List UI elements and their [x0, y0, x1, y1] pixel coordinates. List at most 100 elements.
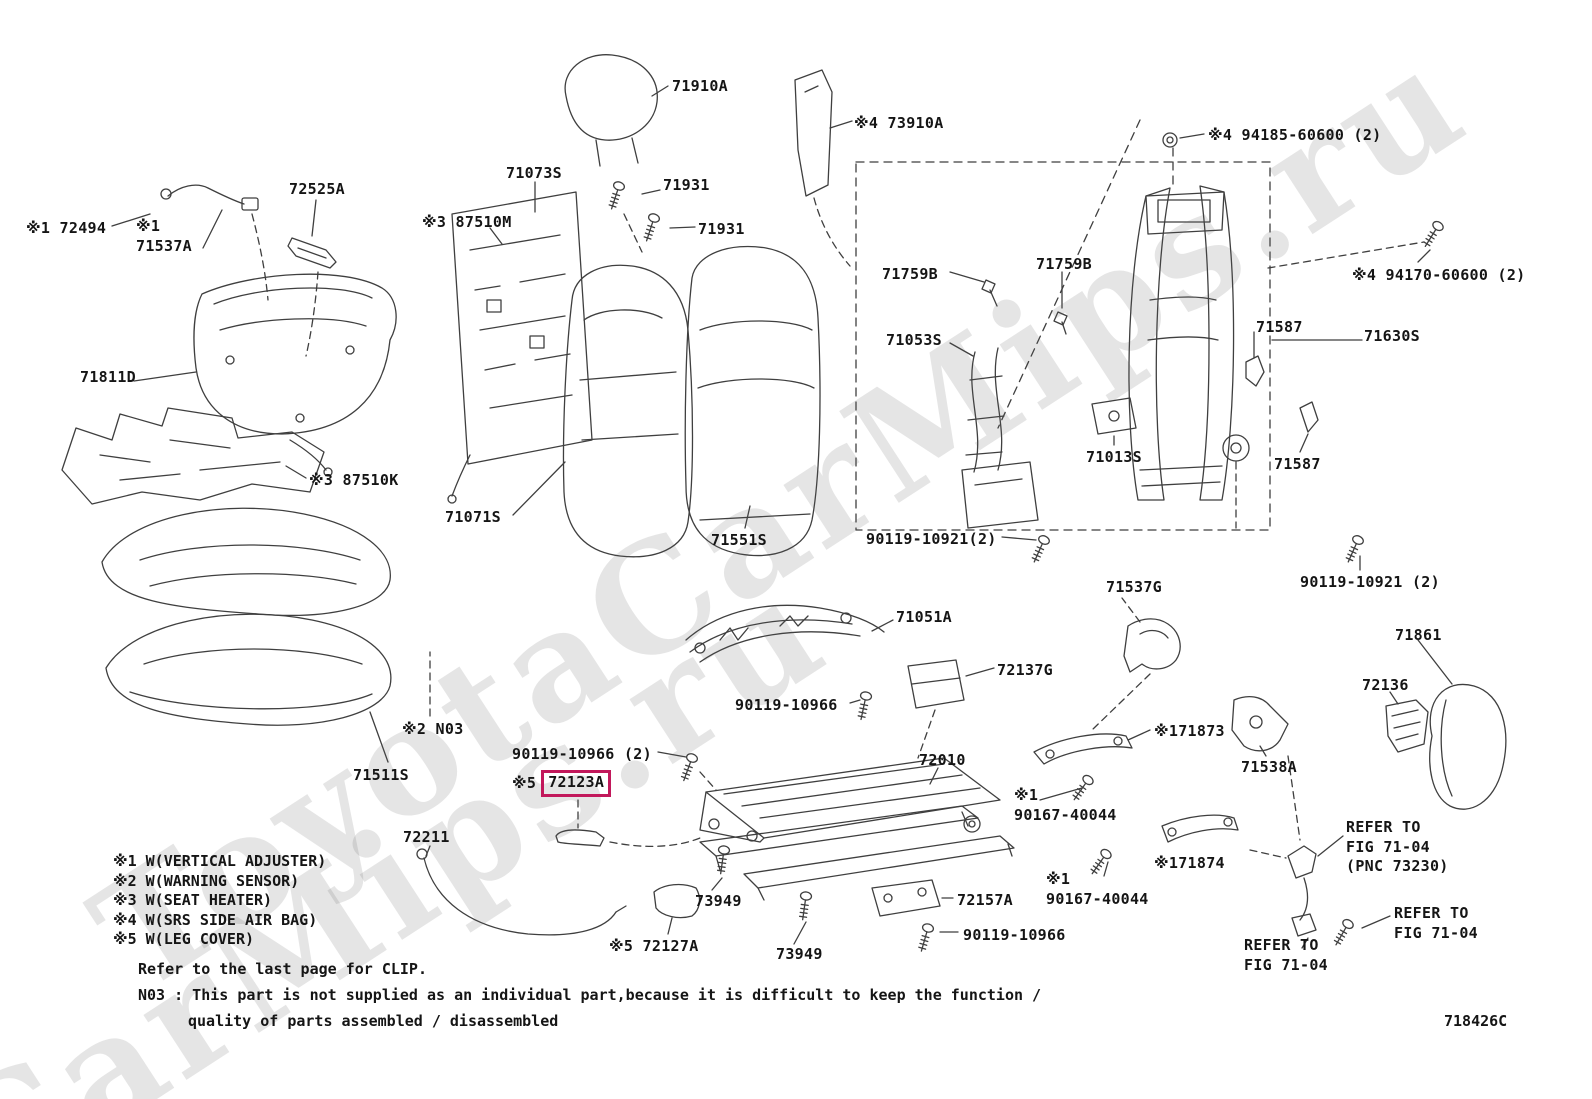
bracket-71013-drawing [1092, 398, 1136, 445]
shield-71861-drawing [1418, 640, 1506, 809]
clip-note: Refer to the last page for CLIP. [138, 960, 427, 978]
clip-72525-drawing [288, 200, 336, 356]
part-label-72157A[interactable]: 72157A [957, 891, 1013, 909]
part-label-90119-10966-b[interactable]: 90119-10966 [963, 926, 1066, 944]
screws-90119-10966-drawing [658, 690, 958, 954]
part-label-71587-b[interactable]: 71587 [1274, 455, 1321, 473]
legend: ※1 W(VERTICAL ADJUSTER) ※2 W(WARNING SEN… [113, 852, 326, 950]
part-label-71053S[interactable]: 71053S [886, 331, 942, 349]
part-label-72010[interactable]: 72010 [919, 751, 966, 769]
clip-71759-drawing [950, 272, 1067, 334]
part-label-71511S[interactable]: 71511S [353, 766, 409, 784]
diagram-code: 718426C [1444, 1012, 1508, 1030]
part-label-90167-40044-b[interactable]: ※1 90167-40044 [1046, 870, 1149, 908]
part-label-71910A[interactable]: 71910A [672, 77, 728, 95]
part-label-71537G[interactable]: 71537G [1106, 578, 1162, 596]
legend-item-3: ※3 W(SEAT HEATER) [113, 891, 273, 910]
part-label-94185-60600[interactable]: ※4 94185-60600 (2) [1208, 126, 1382, 144]
harness-72494-drawing [112, 185, 268, 300]
bracket-71538-drawing [1232, 697, 1300, 840]
frame-dashed-box [856, 120, 1270, 530]
part-label-72211[interactable]: 72211 [403, 828, 450, 846]
screw-94170-drawing [1268, 219, 1446, 268]
screws-73949-drawing [712, 844, 813, 944]
cable-72211-drawing [417, 846, 626, 935]
n03-note-line2: quality of parts assembled / disassemble… [188, 1012, 559, 1030]
grommet-94185-drawing [1163, 133, 1204, 147]
part-label-73949-a[interactable]: 73949 [695, 892, 742, 910]
seatback-cover-drawing [685, 246, 820, 555]
part-label-72123A-prefix: ※5 [512, 773, 537, 792]
part-label-72123A-highlighted[interactable]: 72123A [541, 770, 612, 797]
part-label-71931-a[interactable]: 71931 [663, 176, 710, 194]
part-label-71587-a[interactable]: 71587 [1256, 318, 1303, 336]
seat-wire-71051-drawing [686, 605, 893, 662]
n03-note-line1: N03 : This part is not supplied as an in… [138, 986, 1042, 1004]
part-label-90119-10921-b[interactable]: 90119-10921 (2) [1300, 573, 1440, 591]
part-label-71630S[interactable]: 71630S [1364, 327, 1420, 345]
arm-71873-drawing [1034, 730, 1150, 764]
part-label-71811D[interactable]: 71811D [80, 368, 136, 386]
cushion-cover-drawing [106, 614, 430, 762]
part-label-87510K[interactable]: ※3 87510K [309, 471, 399, 489]
part-label-71874[interactable]: ※171874 [1154, 854, 1225, 872]
cushion-pad-drawing [102, 508, 390, 615]
part-label-73910A[interactable]: ※4 73910A [854, 114, 944, 132]
legend-item-4: ※4 W(SRS SIDE AIR BAG) [113, 910, 318, 929]
part-label-71861[interactable]: 71861 [1395, 626, 1442, 644]
side-airbag-trim-drawing [795, 70, 852, 266]
part-label-90119-10921-a[interactable]: 90119-10921(2) [866, 530, 997, 548]
part-label-71538A[interactable]: 71538A [1241, 758, 1297, 776]
part-label-71931-b[interactable]: 71931 [698, 220, 745, 238]
bracket-72137-drawing [908, 660, 994, 758]
part-label-71013S[interactable]: 71013S [1086, 448, 1142, 466]
bracket-72157-drawing [872, 880, 953, 916]
seatback-frame-drawing [1129, 186, 1249, 528]
part-label-72136[interactable]: 72136 [1362, 676, 1409, 694]
seat-rail-72010-drawing [700, 758, 1014, 900]
part-72136-drawing [1386, 692, 1428, 752]
part-label-87510M[interactable]: ※3 87510M [422, 213, 512, 231]
part-label-72123A-group[interactable]: ※5 72123A [512, 770, 612, 797]
part-72123-drawing [556, 800, 700, 846]
part-label-71551S[interactable]: 71551S [711, 531, 767, 549]
headrest-bolts-drawing [605, 179, 695, 252]
part-label-94170-60600[interactable]: ※4 94170-60600 (2) [1352, 266, 1526, 284]
part-label-N03[interactable]: ※2 N03 [402, 720, 464, 738]
legend-item-2: ※2 W(WARNING SENSOR) [113, 871, 300, 890]
part-label-90119-10966-2[interactable]: 90119-10966 (2) [512, 745, 652, 763]
refer-note-fig-71-04-b[interactable]: REFER TO FIG 71-04 [1394, 904, 1478, 942]
cushion-heater-drawing [62, 408, 332, 504]
headrest-drawing [565, 55, 668, 166]
part-label-71071S[interactable]: 71071S [445, 508, 501, 526]
seatback-pad-drawing [513, 265, 693, 556]
part-label-73949-b[interactable]: 73949 [776, 945, 823, 963]
part-label-71537A[interactable]: ※1 71537A [136, 217, 192, 255]
refer-note-pnc-73230[interactable]: REFER TO FIG 71-04 (PNC 73230) [1346, 818, 1449, 875]
seatback-heater-drawing [448, 182, 592, 503]
lumbar-71053-drawing [950, 343, 1038, 528]
arm-71874-drawing [1162, 815, 1238, 842]
refer-note-fig-71-04-a[interactable]: REFER TO FIG 71-04 [1244, 936, 1328, 974]
cover-72127-drawing [654, 885, 699, 934]
bracket-71537G-drawing [1092, 598, 1180, 730]
part-label-71759B-a[interactable]: 71759B [882, 265, 938, 283]
screws-90119-10921-drawing [1002, 533, 1366, 570]
part-label-71759B-b[interactable]: 71759B [1036, 255, 1092, 273]
part-label-72525A[interactable]: 72525A [289, 180, 345, 198]
bracket-71587-drawings [1246, 332, 1362, 452]
part-label-71873[interactable]: ※171873 [1154, 722, 1225, 740]
part-label-71051A[interactable]: 71051A [896, 608, 952, 626]
bolts-90167-drawing [1040, 772, 1114, 878]
buckle-drawing [1250, 836, 1390, 948]
part-label-71073S[interactable]: 71073S [506, 164, 562, 182]
part-label-90167-40044-a[interactable]: ※1 90167-40044 [1014, 786, 1117, 824]
part-label-72137G[interactable]: 72137G [997, 661, 1053, 679]
part-label-72127A[interactable]: ※5 72127A [609, 937, 699, 955]
shield-71811-drawing [134, 274, 396, 434]
part-label-72494[interactable]: ※1 72494 [26, 219, 107, 237]
part-label-90119-10966-a[interactable]: 90119-10966 [735, 696, 838, 714]
legend-item-1: ※1 W(VERTICAL ADJUSTER) [113, 852, 327, 870]
